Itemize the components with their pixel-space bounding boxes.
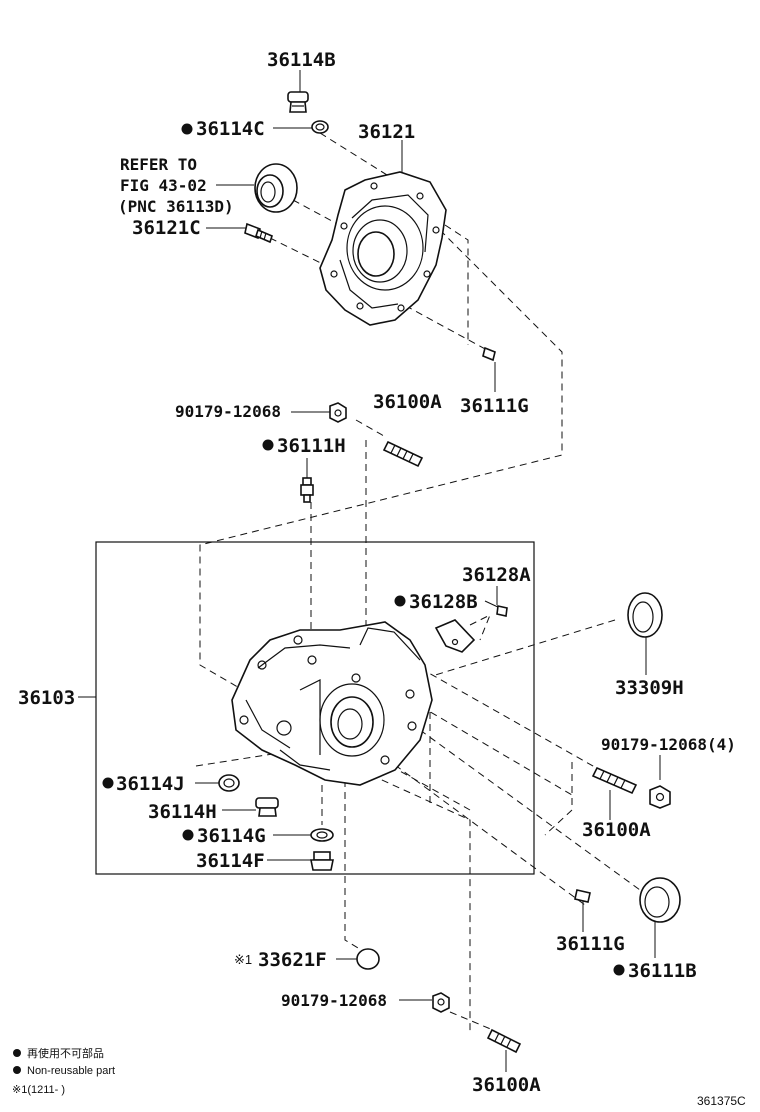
part-labels: 36114B 36114C 36121 REFER TO FIG 43-02 (… (18, 49, 736, 1096)
legend-footnote: ※1(1211- ) (12, 1084, 65, 1096)
seal-33309H (627, 592, 663, 638)
label-refer-line1: REFER TO (120, 155, 197, 174)
non-reusable-dot (182, 829, 194, 841)
label-90179-right: 90179-12068(4) (601, 735, 736, 754)
legend-japanese: 再使用不可部品 (27, 1046, 104, 1060)
label-36114F: 36114F (196, 850, 265, 872)
label-36111G-top: 36111G (460, 395, 529, 417)
stud-36100A-top (382, 440, 424, 468)
label-36114G: 36114G (197, 825, 266, 847)
leader-lines (78, 70, 661, 1072)
nut-90179-top (329, 402, 347, 423)
label-36121: 36121 (358, 121, 415, 143)
assembly-dashed-lines (195, 132, 641, 1035)
legend-dot (13, 1049, 21, 1057)
label-90179-bottom: 90179-12068 (281, 991, 387, 1010)
non-reusable-markers (13, 123, 625, 1074)
gasket-36114C (311, 120, 329, 134)
nut-90179-bottom (432, 992, 450, 1013)
label-33309H: 33309H (615, 677, 684, 699)
bracket-36128B (434, 619, 476, 653)
label-36114H: 36114H (148, 801, 217, 823)
label-36100A-right: 36100A (582, 819, 651, 841)
label-36114J: 36114J (116, 773, 185, 795)
label-36114B: 36114B (267, 49, 336, 71)
stud-36100A-right (591, 766, 638, 795)
label-36111B: 36111B (628, 960, 697, 982)
gasket-36114J (218, 774, 240, 792)
bolt-36121C (244, 222, 273, 244)
non-reusable-dot (181, 123, 193, 135)
pin-36111G-bottom (574, 889, 591, 903)
label-36128B: 36128B (409, 591, 478, 613)
plug-36114B (287, 91, 309, 113)
label-36128A: 36128A (462, 564, 531, 586)
seal-36111B (639, 877, 681, 923)
gasket-36114G (310, 828, 334, 842)
label-33621F-prefix: ※1 (234, 952, 252, 967)
label-36100A-bottom: 36100A (472, 1074, 541, 1096)
plug-36114H (255, 797, 279, 817)
diagram-id: 361375C (697, 1094, 746, 1108)
label-90179-top: 90179-12068 (175, 402, 281, 421)
non-reusable-dot (394, 595, 406, 607)
label-36111G-bottom: 36111G (556, 933, 625, 955)
label-36100A-top: 36100A (373, 391, 442, 413)
label-refer-line2: FIG 43-02 (120, 176, 207, 195)
legend-dot (13, 1066, 21, 1074)
stud-36100A-bottom (486, 1028, 522, 1054)
non-reusable-dot (613, 964, 625, 976)
non-reusable-dot (262, 439, 274, 451)
pin-36111G-top (482, 346, 496, 362)
legend-non-reusable: Non-reusable part (27, 1065, 115, 1077)
non-reusable-dot (102, 777, 114, 789)
label-33621F: 33621F (258, 949, 327, 971)
case-cover-36121 (319, 171, 447, 326)
assembly-frame (95, 541, 535, 875)
bolt-36128A (496, 605, 508, 617)
label-36114C: 36114C (196, 118, 265, 140)
label-36111H: 36111H (277, 435, 346, 457)
label-refer-line3: (PNC 36113D) (118, 197, 234, 216)
label-36121C: 36121C (132, 217, 201, 239)
oil-seal-36113D (254, 163, 298, 213)
plug-36114F (310, 851, 334, 871)
transmission-case-36103 (231, 621, 433, 786)
legend: 再使用不可部品 Non-reusable part ※1(1211- ) (12, 1046, 115, 1096)
label-36103: 36103 (18, 687, 75, 709)
plug-33621F (356, 948, 380, 970)
nut-90179-right (649, 785, 671, 809)
breather-36111H (300, 477, 314, 503)
